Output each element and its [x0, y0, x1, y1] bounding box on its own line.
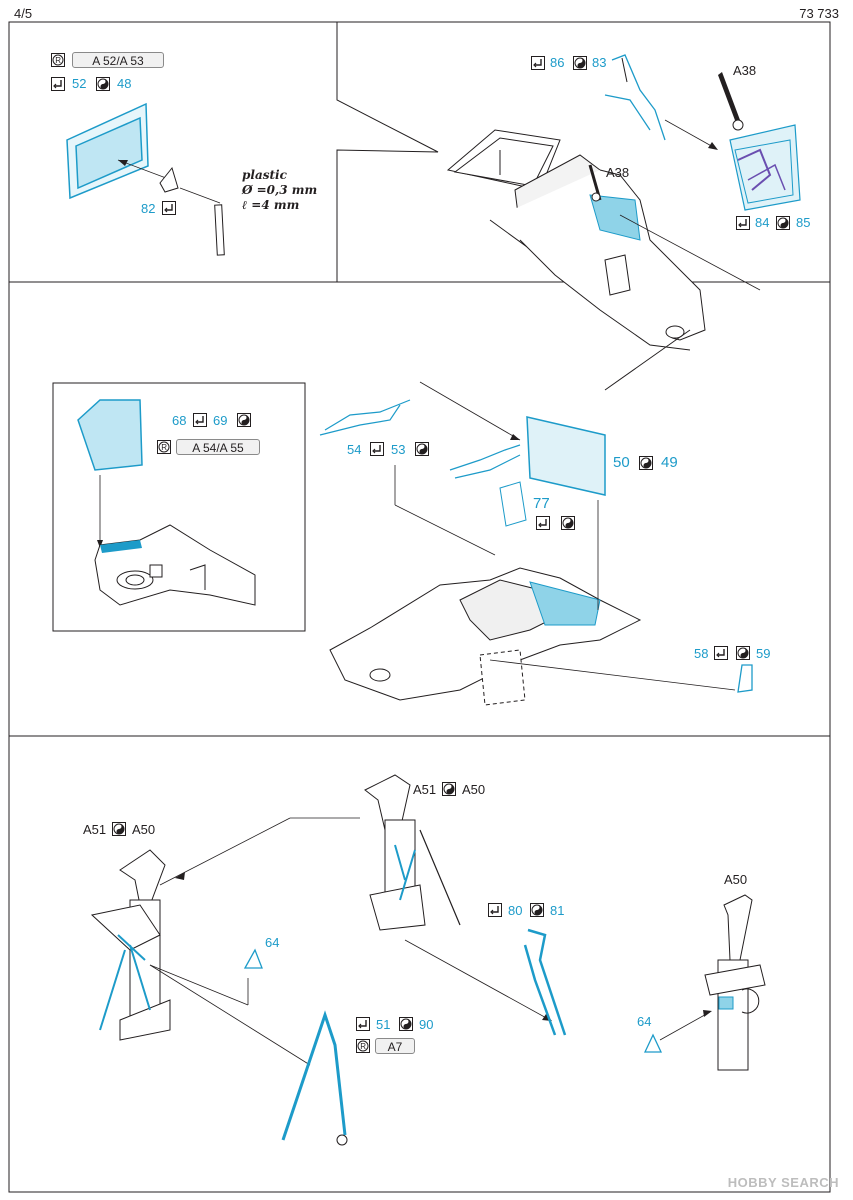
bend-arrow-icon — [531, 56, 545, 70]
page-number: 4/5 — [14, 6, 33, 21]
svg-text:R: R — [55, 56, 61, 65]
part-number-64-left: 64 — [265, 935, 280, 950]
part-number-68: 68 — [172, 413, 187, 428]
watermark-logo: HOBBY SEARCH — [727, 1175, 839, 1190]
bend-arrow-icon — [162, 201, 176, 215]
part-number-51: 51 — [376, 1017, 391, 1032]
ref-tag-a52: A 52/A 53 — [72, 52, 164, 68]
note-line-3: ℓ =4 mm — [242, 198, 300, 212]
page-frame — [8, 21, 831, 1193]
part-number-84: 84 — [755, 215, 770, 230]
ref-r-icon: R — [51, 53, 65, 67]
seat-middle — [364, 774, 426, 931]
part-number-58: 58 — [694, 646, 709, 661]
label-a51-mid: A51 — [413, 782, 437, 797]
bend-arrow-icon — [736, 216, 750, 230]
yin-yang-icon — [112, 822, 126, 836]
part-number-80: 80 — [508, 903, 523, 918]
ref-tag-a7: A7 — [375, 1038, 415, 1054]
cockpit-middle — [329, 567, 642, 706]
bend-arrow-icon — [356, 1017, 370, 1031]
ref-r-icon: R — [356, 1039, 370, 1053]
label-a50-mid: A50 — [462, 782, 486, 797]
note-line-1: plastic — [242, 168, 287, 182]
side-panel-a38 — [718, 72, 801, 211]
part-number-59: 59 — [756, 646, 771, 661]
yin-yang-icon — [96, 77, 110, 91]
part-a52-etch — [66, 102, 149, 200]
ref-tag-a54: A 54/A 55 — [176, 439, 260, 455]
bend-arrow-icon — [51, 77, 65, 91]
label-a50-right: A50 — [724, 872, 748, 887]
label-a38-mid: A38 — [606, 165, 630, 180]
part-number-49: 49 — [661, 454, 678, 471]
bend-arrow-icon — [536, 516, 550, 530]
part-number-86: 86 — [550, 55, 565, 70]
yin-yang-icon — [776, 216, 790, 230]
svg-text:R: R — [360, 1042, 366, 1051]
callout-panel-2 — [52, 382, 306, 632]
part-number-53: 53 — [391, 442, 406, 457]
note-line-2: Ø =0,3 mm — [242, 183, 318, 197]
part-number-81: 81 — [550, 903, 565, 918]
bend-arrow-icon — [370, 442, 384, 456]
svg-text:R: R — [161, 443, 167, 452]
callout-panel-1-edge — [336, 22, 439, 282]
label-a50-left: A50 — [132, 822, 156, 837]
yin-yang-icon — [639, 456, 653, 470]
yin-yang-icon — [415, 442, 429, 456]
part-number-77: 77 — [533, 495, 550, 512]
bend-arrow-icon — [714, 646, 728, 660]
yin-yang-icon — [399, 1017, 413, 1031]
part-number-52: 52 — [72, 76, 87, 91]
yin-yang-icon — [530, 903, 544, 917]
plastic-note: plastic Ø =0,3 mm ℓ =4 mm — [242, 168, 317, 213]
part-number-48: 48 — [117, 76, 132, 91]
part-number-50: 50 — [613, 454, 630, 471]
yin-yang-icon — [736, 646, 750, 660]
part-number-82: 82 — [141, 201, 156, 216]
part-number-90: 90 — [419, 1017, 434, 1032]
yin-yang-icon — [237, 413, 251, 427]
bend-arrow-icon — [488, 903, 502, 917]
part-number-64-right: 64 — [637, 1014, 652, 1029]
label-a51-left: A51 — [83, 822, 107, 837]
part-number-69: 69 — [213, 413, 228, 428]
seat-right — [704, 894, 766, 1071]
sheet-number: 73 733 — [799, 6, 839, 21]
cockpit-top — [446, 129, 706, 391]
part-number-54: 54 — [347, 442, 362, 457]
label-a38-top: A38 — [733, 63, 757, 78]
bend-arrow-icon — [193, 413, 207, 427]
yin-yang-icon — [442, 782, 456, 796]
part-a54-etch — [77, 399, 143, 471]
yin-yang-icon — [573, 56, 587, 70]
yin-yang-icon — [561, 516, 575, 530]
part-number-83: 83 — [592, 55, 607, 70]
ref-r-icon: R — [157, 440, 171, 454]
part-number-85: 85 — [796, 215, 811, 230]
